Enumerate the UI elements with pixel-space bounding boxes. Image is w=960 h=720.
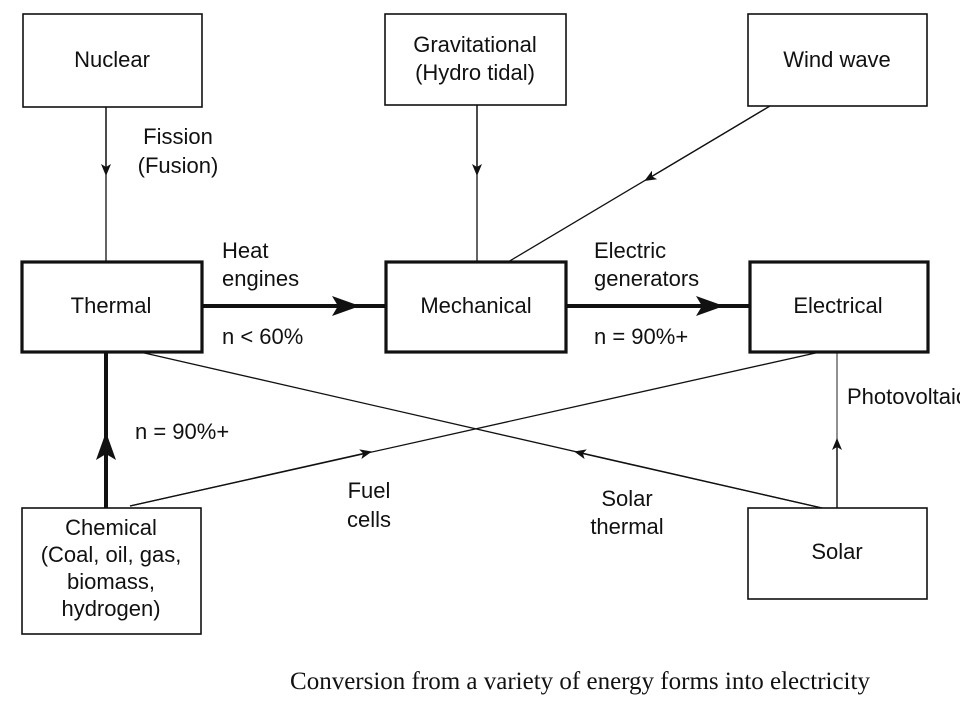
- label-solar-thermal-2: thermal: [590, 514, 663, 539]
- svg-text:(Coal, oil, gas,: (Coal, oil, gas,: [41, 542, 182, 567]
- svg-text:hydrogen): hydrogen): [61, 596, 160, 621]
- label-solar-thermal-1: Solar: [601, 486, 652, 511]
- svg-text:Thermal: Thermal: [71, 293, 152, 318]
- label-photovoltaic: Photovoltaic: [847, 384, 960, 409]
- svg-text:Gravitational: Gravitational: [413, 32, 537, 57]
- node-nuclear: Nuclear: [22, 13, 203, 108]
- svg-text:biomass,: biomass,: [67, 569, 155, 594]
- label-fission: Fission: [143, 124, 213, 149]
- electric-generators-arrowhead: [696, 296, 724, 316]
- svg-text:Chemical: Chemical: [65, 515, 157, 540]
- node-mechanical: Mechanical: [384, 260, 568, 354]
- wind-to-mechanical-arrow: [644, 105, 771, 182]
- connectors: [96, 105, 842, 509]
- chemical-to-thermal-arrowhead: [96, 432, 116, 460]
- heat-engines-arrowhead: [332, 296, 360, 316]
- node-wind-wave: Wind wave: [747, 13, 928, 107]
- fuel-cells-arrow: [129, 449, 372, 507]
- label-electric-generators-efficiency: n = 90%+: [594, 324, 688, 349]
- svg-text:Solar: Solar: [811, 539, 862, 564]
- solar-thermal-arrow: [574, 449, 823, 509]
- figure-caption: Conversion from a variety of energy form…: [290, 668, 870, 695]
- label-heat-engines-2: engines: [222, 266, 299, 291]
- label-electric-generators-2: generators: [594, 266, 699, 291]
- edge-labels: Fission (Fusion) Heat engines n < 60% El…: [135, 124, 960, 539]
- svg-text:(Hydro tidal): (Hydro tidal): [415, 60, 535, 85]
- svg-text:Mechanical: Mechanical: [420, 293, 531, 318]
- label-fusion: (Fusion): [138, 153, 219, 178]
- svg-text:Wind wave: Wind wave: [783, 47, 891, 72]
- svg-text:Electrical: Electrical: [793, 293, 882, 318]
- label-fuel-cells-2: cells: [347, 507, 391, 532]
- svg-text:Nuclear: Nuclear: [74, 47, 150, 72]
- label-fuel-cells-1: Fuel: [348, 478, 391, 503]
- label-heat-engines-efficiency: n < 60%: [222, 324, 303, 349]
- node-electrical: Electrical: [748, 260, 930, 354]
- label-chemical-efficiency: n = 90%+: [135, 419, 229, 444]
- node-gravitational: Gravitational (Hydro tidal): [384, 13, 567, 106]
- node-chemical: Chemical (Coal, oil, gas, biomass, hydro…: [21, 507, 202, 635]
- node-solar: Solar: [747, 507, 928, 600]
- node-thermal: Thermal: [20, 260, 204, 354]
- label-heat-engines-1: Heat: [222, 238, 268, 263]
- label-electric-generators-1: Electric: [594, 238, 666, 263]
